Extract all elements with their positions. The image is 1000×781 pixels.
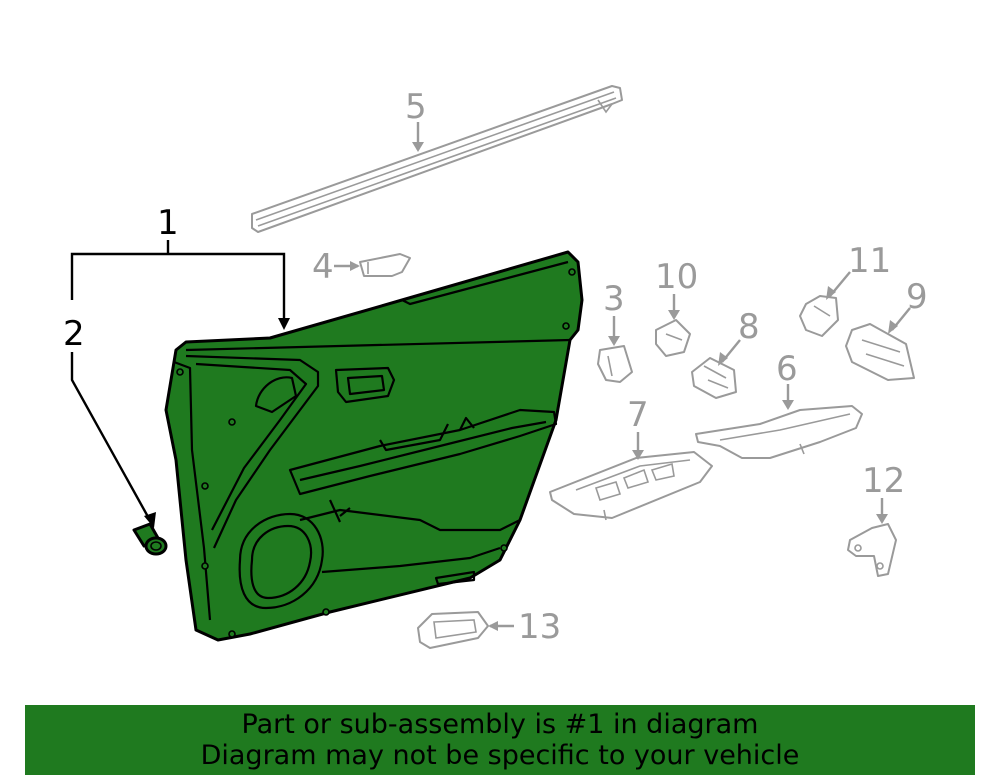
part-4-pad[interactable] bbox=[359, 253, 411, 277]
callout-9: 9 bbox=[906, 277, 928, 317]
banner-line-1: Part or sub-assembly is #1 in diagram bbox=[241, 709, 759, 740]
callout-2: 2 bbox=[63, 314, 85, 354]
parts-diagram: 5 4 bbox=[63, 85, 928, 649]
leader-2 bbox=[70, 352, 154, 525]
callout-4: 4 bbox=[312, 247, 334, 287]
part-3-bracket[interactable] bbox=[597, 345, 633, 383]
info-banner: Part or sub-assembly is #1 in diagram Di… bbox=[25, 705, 975, 775]
part-1-door-trim-panel[interactable] bbox=[164, 250, 584, 642]
part-5-belt-moulding[interactable] bbox=[251, 85, 623, 233]
part-8-switch[interactable] bbox=[691, 357, 737, 399]
part-7-switch-base[interactable] bbox=[549, 451, 713, 521]
banner-line-2: Diagram may not be specific to your vehi… bbox=[200, 740, 800, 771]
callout-5: 5 bbox=[405, 87, 427, 127]
callout-3: 3 bbox=[603, 279, 625, 319]
callout-11: 11 bbox=[848, 241, 891, 281]
part-12-bracket[interactable] bbox=[847, 523, 897, 577]
part-9-actuator[interactable] bbox=[845, 323, 915, 381]
callout-13: 13 bbox=[518, 607, 561, 647]
callout-7: 7 bbox=[627, 395, 649, 435]
part-11-bracket[interactable] bbox=[799, 295, 839, 337]
part-6-armrest-cover[interactable] bbox=[695, 405, 863, 459]
part-2-clip[interactable] bbox=[132, 522, 168, 556]
callout-8: 8 bbox=[738, 307, 760, 347]
callout-12: 12 bbox=[862, 461, 905, 501]
bracket-1 bbox=[70, 252, 286, 324]
callout-6: 6 bbox=[776, 349, 798, 389]
part-10-switch[interactable] bbox=[655, 319, 691, 357]
callout-10: 10 bbox=[655, 257, 698, 297]
part-13-bezel[interactable] bbox=[417, 611, 489, 649]
callout-1: 1 bbox=[157, 203, 179, 243]
